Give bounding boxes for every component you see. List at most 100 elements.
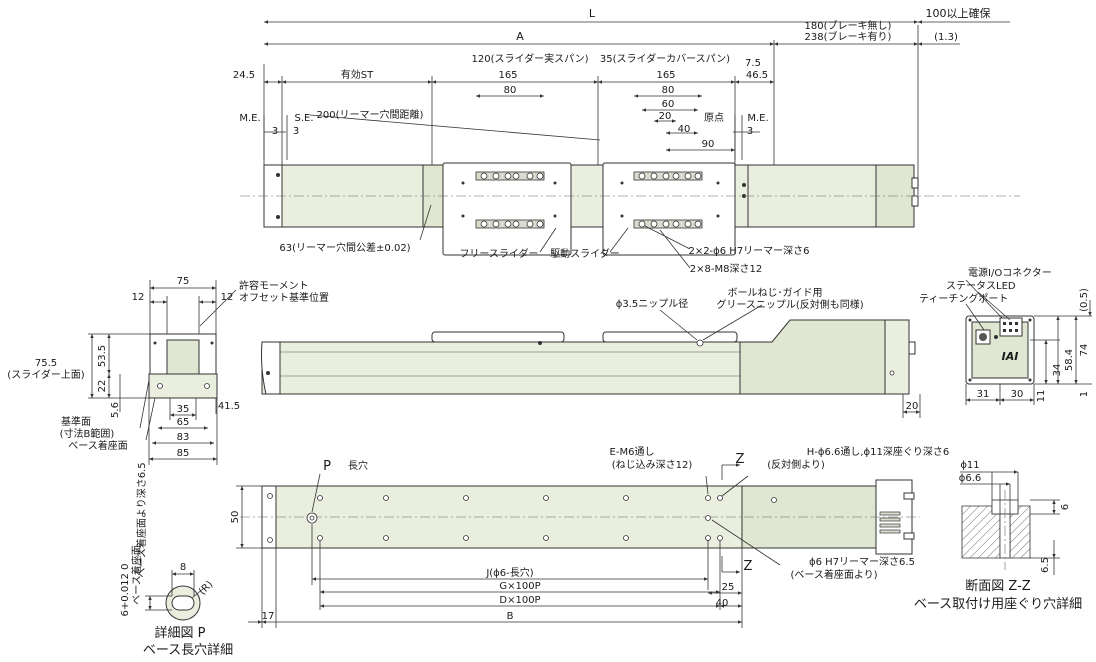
label-h-holes: H-ϕ6.6通し,ϕ11深座ぐり深さ6	[807, 445, 950, 458]
top-view: L 100以上確保 A 180(ブレーキ無し) 238(ブレーキ有り) (1.3…	[233, 6, 1020, 275]
section-zz-title: 断面図 Z-Z	[965, 579, 1031, 594]
dim-34: 34	[1052, 364, 1063, 377]
motor-end-view: IAI 電源I/Oコネクター ステータスLED ティーチングポート (0.5) …	[919, 266, 1092, 405]
dim-0-5: (0.5)	[1079, 288, 1090, 312]
label-drive-slider: 駆動スライダー	[550, 247, 620, 260]
dim-58-4: 58.4	[1064, 349, 1075, 371]
dim-85: 85	[177, 448, 190, 459]
dim-phi-11: ϕ11	[960, 460, 979, 471]
bottom-holes	[267, 493, 777, 543]
label-reamer-65: ϕ6 H7リーマー深さ6.5	[809, 556, 915, 568]
dim-165-right: 165	[656, 70, 675, 81]
detail-p-title: 詳細図 P	[155, 625, 206, 641]
dim-40-bottom: 40	[716, 598, 729, 609]
side-motor	[739, 319, 886, 395]
dim-8: 8	[180, 562, 186, 573]
end-view: 75 12 12 許容モーメント オフセット基準位置 75.5 (スライダー上面…	[7, 276, 329, 465]
label-reamer-tolerance: 63(リーマー穴間公差±0.02)	[279, 241, 410, 254]
dim-180: 180(ブレーキ無し)	[805, 19, 892, 32]
dim-60: 60	[662, 99, 675, 110]
label-m8-holes: 2×8-M8深さ12	[690, 263, 762, 275]
slider-holes	[475, 171, 703, 229]
dim-50: 50	[230, 511, 241, 524]
dim-41-5: 41.5	[218, 401, 240, 412]
label-grease-2: グリースニップル(反対側も同様)	[716, 298, 863, 311]
section-zz-subtitle: ベース取付け用座ぐり穴詳細	[914, 596, 1082, 612]
label-me-right: M.E.	[747, 113, 768, 124]
dim-3-a: 3	[272, 126, 278, 137]
label-reamer-from-base: (ベース着座面より)	[790, 568, 877, 581]
detail-p: 8 (R) 6+0.012 0 ベース着座面 詳細図 P ベース長穴詳細	[120, 545, 233, 658]
dim-3-c: 3	[747, 126, 753, 137]
label-m6-through: E-M6通し	[610, 446, 655, 458]
label-nipple: ϕ3.5ニップル径	[616, 297, 689, 310]
free-slider	[442, 162, 572, 256]
dim-1: 1	[1079, 391, 1090, 397]
dim-j: J(ϕ6-長穴)	[485, 566, 533, 579]
dim-b: B	[507, 611, 514, 622]
dim-30: 30	[1011, 389, 1024, 400]
dim-238: 238(ブレーキ有り)	[805, 30, 892, 43]
label-reamer-hole: 2×2-ϕ6 H7リーマー深さ6	[688, 245, 809, 257]
dim-53-5: 53.5	[97, 345, 108, 367]
dim-11-motor: 11	[1036, 390, 1047, 403]
dim-20-side: 20	[906, 401, 919, 412]
dim-35: 35(スライダーカバースパン)	[600, 52, 730, 65]
label-moment-1: 許容モーメント	[239, 279, 309, 292]
dim-40: 40	[678, 124, 691, 135]
label-se: S.E.	[294, 113, 313, 124]
label-base-seat: ベース着座面	[130, 545, 143, 605]
dim-100-clearance: 100以上確保	[926, 6, 991, 20]
section-z-z: ϕ11 ϕ6.6 6 6.5 断面図 Z-Z ベース取付け用座ぐり穴詳細	[914, 460, 1082, 612]
dim-80-right: 80	[662, 85, 675, 96]
dim-d: D×100P	[499, 595, 540, 606]
iai-logo: IAI	[1002, 350, 1019, 363]
label-z-bottom: Z	[744, 559, 753, 574]
dim-12-right: 12	[221, 292, 234, 303]
label-range-b: (寸法B範囲)	[60, 427, 115, 440]
label-slot: 長穴	[348, 459, 368, 472]
label-m6-depth: (ねじ込み深さ12)	[612, 459, 693, 471]
bottom-view: P 長穴 E-M6通し (ねじ込み深さ12) H-ϕ6.6通し,ϕ11深座ぐり深…	[135, 445, 949, 628]
dim-effective-stroke: 有効ST	[341, 68, 374, 81]
dim-6-tolerance: 6+0.012 0	[120, 564, 131, 617]
label-status-led: ステータスLED	[946, 280, 1016, 292]
dim-5-6: 5.6	[110, 402, 121, 418]
label-teaching-port: ティーチングポート	[919, 292, 1008, 305]
dim-65: 65	[177, 417, 190, 428]
dim-L: L	[589, 7, 596, 20]
slider-corner-dots	[276, 173, 746, 219]
label-z-top: Z	[736, 452, 745, 467]
top-dimension-lines	[263, 20, 1010, 269]
dim-1-3: (1.3)	[934, 32, 958, 43]
label-reference-surface: 基準面	[61, 415, 91, 428]
dim-31: 31	[977, 389, 990, 400]
dim-25: 25	[722, 582, 735, 593]
side-body	[261, 341, 773, 395]
label-origin: 原点	[704, 112, 724, 124]
dim-80-left: 80	[504, 85, 517, 96]
label-moment-2: オフセット基準位置	[239, 291, 329, 304]
dim-20: 20	[659, 111, 672, 122]
dim-90: 90	[702, 139, 715, 150]
label-grease-1: ボールねじ･ガイド用	[728, 287, 823, 299]
io-connector	[999, 317, 1023, 337]
dim-17: 17	[262, 611, 275, 622]
label-base-mount: ベース着座面	[68, 439, 128, 452]
dim-3-b: 3	[293, 126, 299, 137]
dim-12-left: 12	[132, 292, 145, 303]
dim-120: 120(スライダー実スパン)	[472, 52, 589, 65]
label-me-left: M.E.	[239, 113, 260, 124]
dim-83: 83	[177, 432, 190, 443]
dim-22: 22	[97, 380, 108, 393]
dim-phi-6-6: ϕ6.6	[959, 473, 982, 484]
label-power-connector: 電源I/Oコネクター	[968, 266, 1052, 279]
label-slider-top: (スライダー上面)	[7, 368, 85, 381]
dim-35-end: 35	[177, 404, 190, 415]
label-reamer-distance: 200(リーマー穴間距離)	[317, 108, 424, 121]
label-h-opposite: (反対側より)	[767, 458, 825, 471]
label-p: P	[323, 459, 331, 474]
dim-A: A	[516, 30, 524, 43]
side-view: ϕ3.5ニップル径 ボールねじ･ガイド用 グリースニップル(反対側も同様) 20	[261, 287, 921, 418]
